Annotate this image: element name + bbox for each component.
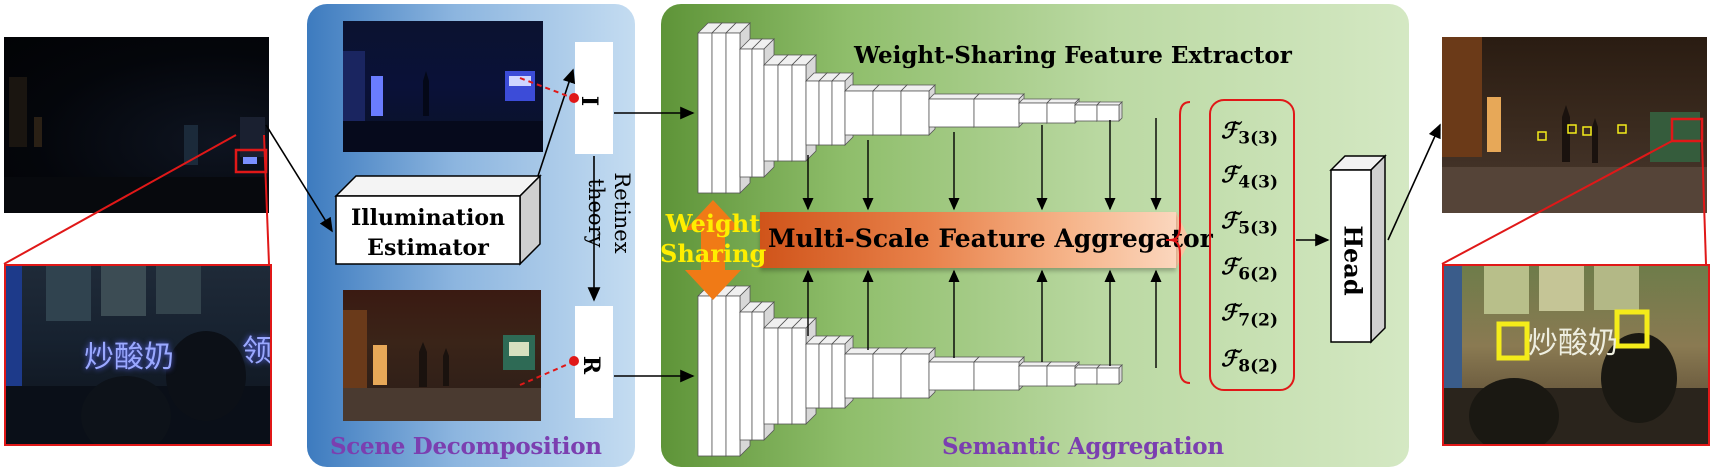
weight-sharing-line1: Weight xyxy=(665,209,761,238)
r-component-box xyxy=(575,306,613,418)
aggregator-label: Multi-Scale Feature Aggregator xyxy=(768,224,1213,253)
output-zoom-sign-text: 炒酸奶 xyxy=(1528,326,1618,361)
feature-subscript: 5(3) xyxy=(1238,218,1279,239)
feature-map-label: ℱ3(3) xyxy=(1221,118,1278,148)
head-box xyxy=(1329,154,1387,344)
i-component-box xyxy=(575,42,613,154)
feature-map-label: ℱ7(2) xyxy=(1221,300,1278,330)
multi-scale-feature-aggregator xyxy=(760,212,1176,268)
weight-sharing-line2: Sharing xyxy=(660,239,767,268)
input-zoom-sign-text: 炒酸奶 xyxy=(84,340,174,375)
feature-map-label: ℱ6(2) xyxy=(1221,254,1278,284)
feature-symbol: ℱ xyxy=(1221,118,1239,144)
input-dark-image xyxy=(4,37,269,213)
weight-sharing-arrow-icon xyxy=(685,200,741,300)
feature-map-label: ℱ4(3) xyxy=(1221,162,1278,192)
feature-subscript: 8(2) xyxy=(1238,356,1279,377)
feature-subscript: 7(2) xyxy=(1238,310,1279,331)
top-feature-pyramid xyxy=(697,22,1123,194)
feature-map-label: ℱ5(3) xyxy=(1221,208,1278,238)
input-zoom-sign-text-2: 领 xyxy=(242,334,272,369)
feature-symbol: ℱ xyxy=(1221,300,1239,326)
illumination-estimator-line1: Illumination xyxy=(350,205,506,231)
input-zoom-image: 炒酸奶 领 xyxy=(4,264,272,446)
feature-subscript: 3(3) xyxy=(1238,128,1279,149)
feature-symbol: ℱ xyxy=(1221,346,1239,372)
feature-symbol: ℱ xyxy=(1221,162,1239,188)
semantic-aggregation-title: Semantic Aggregation xyxy=(942,433,1224,460)
output-zoom-image: 炒酸奶 xyxy=(1442,264,1710,446)
bottom-feature-pyramid xyxy=(697,285,1123,457)
feature-map-label: ℱ8(2) xyxy=(1221,346,1278,376)
scene-decomposition-title: Scene Decomposition xyxy=(330,433,602,460)
illumination-estimator-label: Illumination Estimator xyxy=(338,203,518,263)
output-enhanced-image xyxy=(1442,37,1707,213)
feature-subscript: 6(2) xyxy=(1238,264,1279,285)
illumination-estimator-box xyxy=(334,174,542,266)
feature-symbol: ℱ xyxy=(1221,254,1239,280)
extractor-title: Weight-Sharing Feature Extractor xyxy=(854,42,1292,69)
reflectance-image xyxy=(343,290,541,421)
feature-subscript: 4(3) xyxy=(1238,172,1279,193)
illumination-image xyxy=(343,21,543,152)
feature-symbol: ℱ xyxy=(1221,208,1239,234)
weight-sharing-label: Weight Sharing xyxy=(660,209,766,269)
illumination-estimator-line2: Estimator xyxy=(367,235,489,261)
